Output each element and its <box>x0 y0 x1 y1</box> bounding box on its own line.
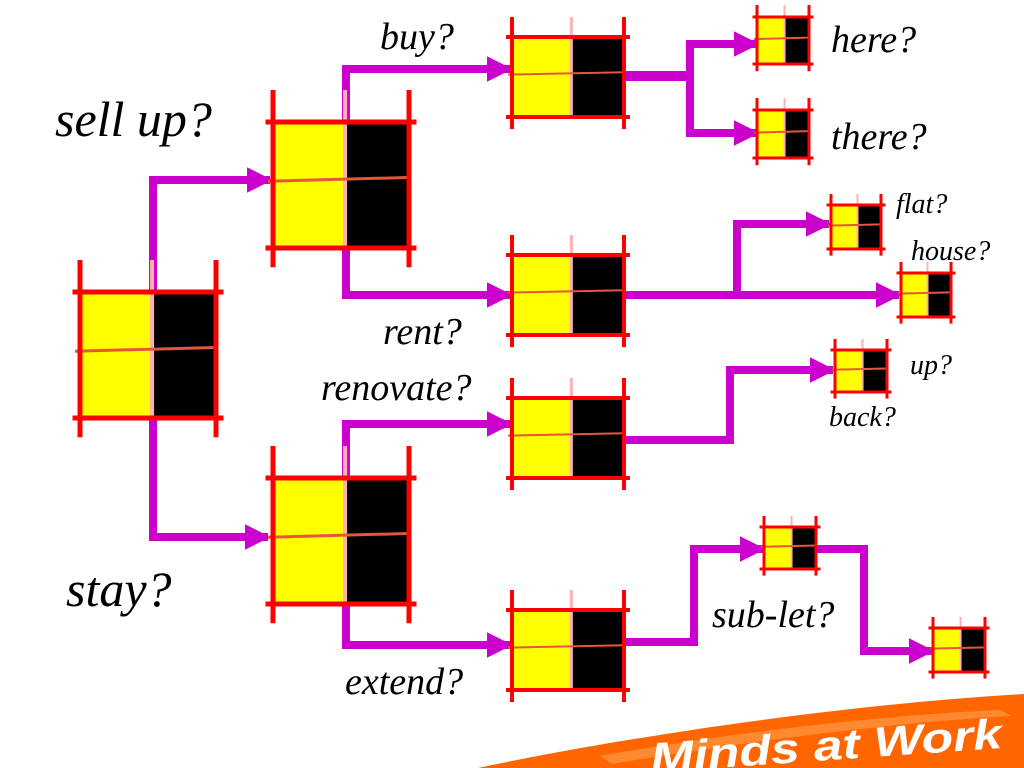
box-house-midline <box>897 291 952 295</box>
box-rent-left <box>512 255 572 335</box>
label-there: there? <box>831 116 927 158</box>
box-stay-right <box>345 478 409 604</box>
box-final-midline <box>929 646 986 650</box>
box-sub-let-midline <box>760 544 817 548</box>
box-flat-left <box>831 205 858 249</box>
label-sell-up: sell up? <box>55 91 212 147</box>
box-root-right <box>152 292 216 418</box>
box-flat-midline <box>827 223 882 227</box>
box-sell-up-right <box>345 122 409 248</box>
box-buy <box>506 17 630 129</box>
box-up-back <box>830 339 892 399</box>
box-rent-right <box>571 255 624 335</box>
label-house: house? <box>911 236 990 267</box>
box-there-right <box>784 110 809 158</box>
box-sell-up-midline <box>267 175 410 183</box>
box-stay-midline <box>267 531 410 539</box>
box-here <box>752 5 814 72</box>
box-final-left <box>933 628 961 672</box>
connector-buy-to-here <box>686 31 760 76</box>
connector-buy-to-there <box>686 76 760 146</box>
label-sub-let: sub-let? <box>712 594 834 636</box>
box-extend-left <box>512 610 572 690</box>
box-buy-left <box>512 37 572 117</box>
box-here-right <box>784 17 809 64</box>
brand-logo: Minds at Work <box>478 694 1024 768</box>
connector-sublet-to-final <box>816 545 935 664</box>
box-up-back-midline <box>831 367 888 371</box>
box-sell-up <box>265 90 417 268</box>
box-stay-left <box>273 478 346 604</box>
labels: sell up? stay? buy? rent? renovate? exte… <box>55 16 990 703</box>
label-stay: stay? <box>66 561 172 617</box>
box-here-midline <box>753 36 810 41</box>
box-root-midline <box>74 345 217 353</box>
connector-root-to-stay <box>149 418 271 550</box>
box-sub-let-right <box>791 527 816 569</box>
box-buy-right <box>571 37 624 117</box>
connector-sellup-to-rent <box>342 246 513 308</box>
box-flat-right <box>857 205 881 249</box>
box-root-left <box>80 292 153 418</box>
box-house <box>896 262 956 324</box>
logo-swoosh-tail <box>600 710 1012 764</box>
connector-root-to-sellup <box>149 167 273 292</box>
box-extend-midline <box>507 644 625 649</box>
box-root <box>72 260 224 438</box>
label-back: back? <box>829 402 896 433</box>
box-flat <box>826 194 886 256</box>
box-up-back-left <box>835 350 863 392</box>
box-up-back-right <box>862 350 887 392</box>
box-extend-right <box>571 610 624 690</box>
label-flat: flat? <box>896 189 947 220</box>
label-rent: rent? <box>383 311 462 353</box>
box-there-left <box>757 110 785 158</box>
label-up: up? <box>910 350 952 381</box>
box-renovate <box>506 378 630 490</box>
box-sub-let-left <box>764 527 792 569</box>
connector-sellup-to-buy <box>342 56 513 122</box>
connector-renovate-to-upback <box>624 357 836 444</box>
connector-stay-to-extend <box>342 600 513 658</box>
label-renovate: renovate? <box>321 367 472 409</box>
box-final <box>928 617 990 679</box>
box-there-midline <box>753 130 810 134</box>
box-here-left <box>757 17 785 64</box>
box-renovate-right <box>571 398 624 478</box>
label-here: here? <box>831 19 916 61</box>
box-sub-let <box>759 516 821 576</box>
box-sell-up-left <box>273 122 346 248</box>
connectors <box>149 31 935 664</box>
box-there <box>752 98 814 166</box>
box-final-right <box>960 628 985 672</box>
label-buy: buy? <box>380 16 454 58</box>
box-renovate-midline <box>507 432 625 437</box>
label-extend: extend? <box>345 661 463 703</box>
box-house-right <box>927 273 951 317</box>
box-rent-midline <box>507 289 625 294</box>
box-stay <box>265 446 417 624</box>
box-extend <box>506 590 630 702</box>
connector-stay-to-renovate <box>342 411 513 478</box>
box-buy-midline <box>507 71 625 76</box>
box-rent <box>506 235 630 347</box>
box-renovate-left <box>512 398 572 478</box>
logo-swoosh <box>478 694 1024 768</box>
connector-rent-to-flat <box>733 211 832 295</box>
decision-boxes <box>72 5 990 702</box>
box-house-left <box>901 273 928 317</box>
connector-extend-to-sublet <box>624 536 766 646</box>
